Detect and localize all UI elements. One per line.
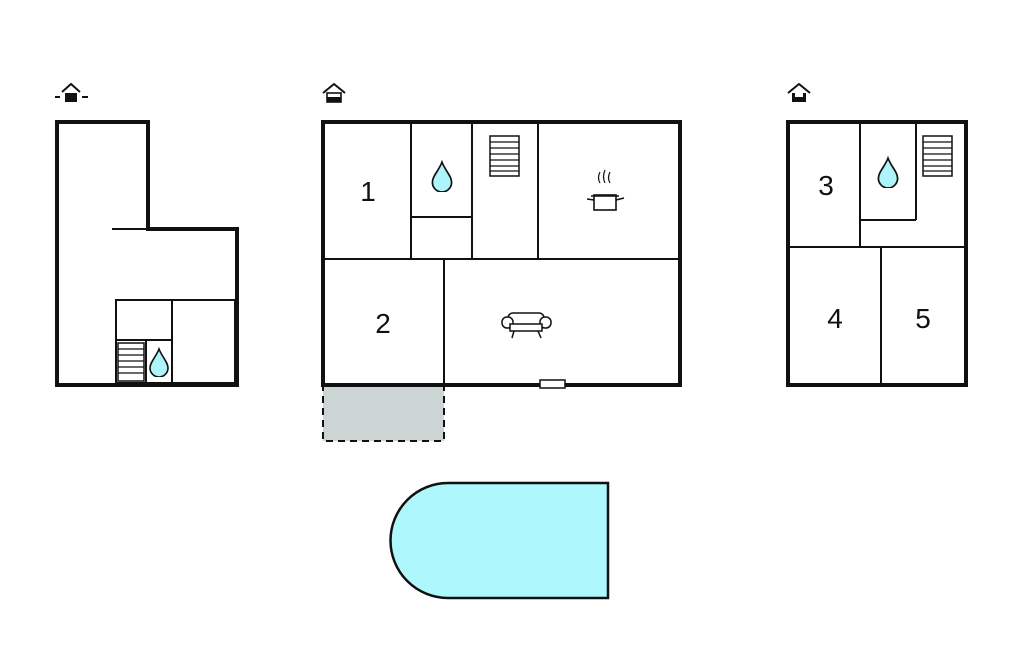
house-upper-floor-icon [787,82,811,102]
room-number: 5 [915,303,931,334]
sofa-icon [501,312,552,339]
ground-outer-wall [321,120,682,387]
room-number: 4 [827,303,843,334]
water-drop-icon [877,157,899,188]
stairs-icon [489,135,520,177]
upper-floor-plan: 3 4 5 [786,82,968,387]
door [539,379,566,389]
house-basement-icon [55,82,88,102]
water-drop-icon [431,161,453,192]
ground-floor-plan: 1 2 [321,82,682,442]
room-number: 2 [375,308,391,339]
room-number: 3 [818,170,834,201]
room-number: 1 [360,176,376,207]
pool [389,481,610,600]
terrace [322,384,445,442]
stairs-icon [922,135,953,177]
basement-service-block [115,299,236,384]
upper-outer-wall [786,120,968,387]
house-ground-floor-icon [322,82,346,103]
water-drop-icon [149,348,169,377]
basement-plan [55,82,239,387]
stairs-icon [117,342,145,382]
basement-outer-wall [55,120,239,387]
kitchen-pot-icon [586,169,625,211]
